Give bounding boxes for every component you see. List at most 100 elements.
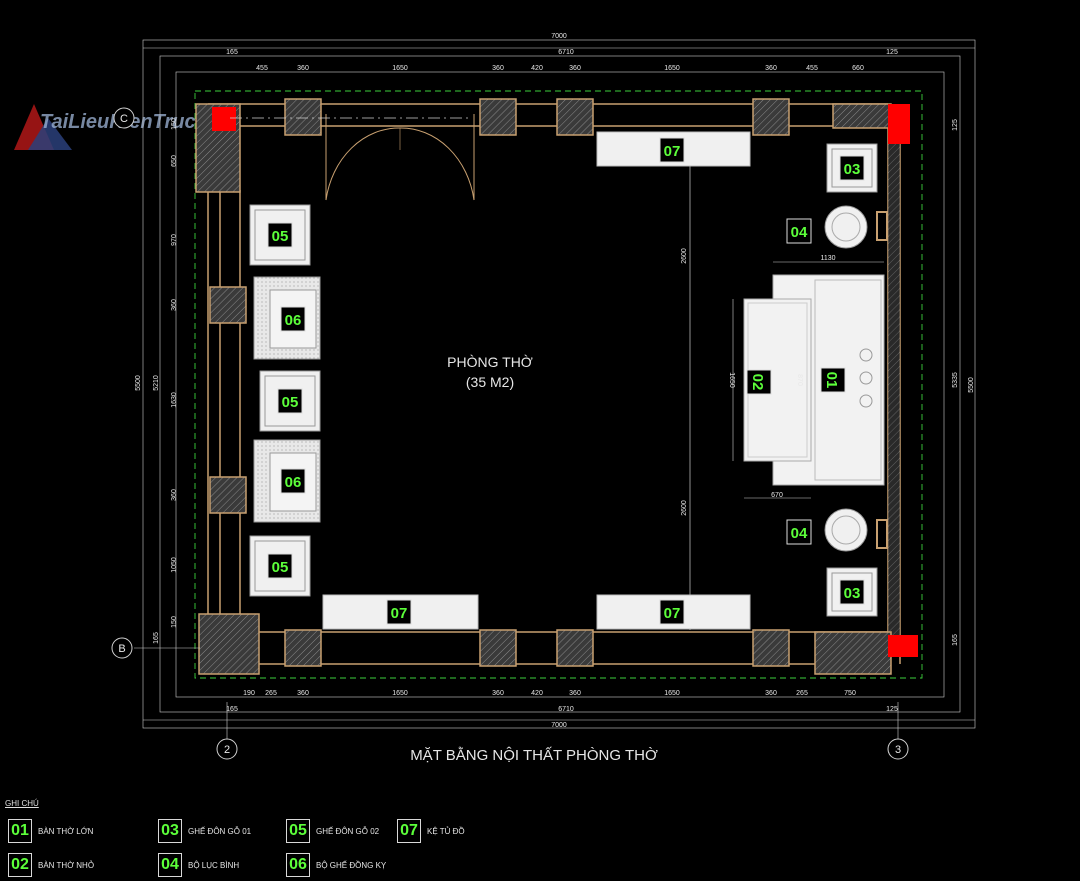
legend-heading: GHI CHÚ (5, 799, 39, 808)
plan-title: MẶT BẰNG NỘI THẤT PHÒNG THỜ (410, 746, 658, 764)
tag-06-top: 06 (280, 306, 306, 332)
tag-05-top: 05 (267, 222, 293, 248)
legend-code: 01 (8, 819, 32, 843)
dim-right-bottom-offset: 165 (952, 634, 959, 646)
legend-item-05: 05 GHẾ ĐÔN GỖ 02 (286, 818, 379, 844)
tag-05-middle: 05 (277, 388, 303, 414)
dim-top-seg-6: 360 (569, 65, 581, 72)
legend-label: KỆ TỦ ĐỒ (427, 826, 465, 836)
legend-label: BÀN THỜ NHỎ (38, 860, 95, 870)
tag-01: 01 (820, 367, 846, 393)
legend-label: BÀN THỜ LỚN (38, 826, 94, 836)
grid-marker-b: B (118, 643, 125, 655)
tag-07-top: 07 (659, 137, 685, 163)
room-area: (35 M2) (466, 374, 514, 390)
dim-bottom-seg-6: 420 (531, 690, 543, 697)
dim-altar-inner: 870 (796, 374, 803, 386)
bottom-dimensions: 190 265 360 1650 360 420 360 1650 360 26… (226, 690, 898, 729)
tag-04-bottom: 04 (786, 519, 812, 545)
dim-bottom-seg-3: 360 (297, 690, 309, 697)
columns (195, 98, 892, 675)
svg-text:05: 05 (272, 559, 289, 576)
dim-left-inner: 5210 (153, 375, 160, 391)
dim-top-total: 7000 (551, 33, 567, 40)
outer-boundary-dashed (194, 90, 923, 679)
dim-left-seg-8: 150 (171, 616, 178, 628)
svg-text:07: 07 (664, 143, 681, 160)
svg-text:02: 02 (749, 374, 766, 391)
vases-04 (824, 205, 888, 552)
grid-marker-2: 2 (224, 744, 230, 756)
legend-item-06: 06 BỘ GHẾ ĐỒNG KỴ (286, 852, 386, 878)
dim-bottom-right-offset: 125 (886, 706, 898, 713)
dim-left-seg-5: 1630 (171, 392, 178, 408)
dim-bottom-seg-1: 190 (243, 690, 255, 697)
watermark-text: TaiLieuKienTruc.Net (40, 111, 235, 133)
dim-top-seg-9: 455 (806, 65, 818, 72)
legend-item-01: 01 BÀN THỜ LỚN (8, 818, 93, 844)
dim-left-seg-4: 360 (171, 299, 178, 311)
dim-left-total: 5500 (135, 375, 142, 391)
dim-top-right-offset: 125 (886, 49, 898, 56)
svg-text:04: 04 (791, 224, 808, 241)
svg-text:07: 07 (391, 605, 408, 622)
tag-04-top: 04 (786, 218, 812, 244)
dim-bottom-seg-10: 265 (796, 690, 808, 697)
dim-bottom-seg-5: 360 (492, 690, 504, 697)
dim-altar-small-width: 670 (771, 492, 783, 499)
dim-top-seg-2: 360 (297, 65, 309, 72)
dim-top-seg-3: 1650 (392, 65, 408, 72)
legend-label: GHẾ ĐÔN GỖ 01 (188, 826, 252, 836)
dim-top-seg-4: 360 (492, 65, 504, 72)
legend-label: GHẾ ĐÔN GỖ 02 (316, 826, 380, 836)
dim-left-seg-2: 650 (171, 155, 178, 167)
dim-right-inner: 5335 (952, 372, 959, 388)
dim-left-seg-3: 970 (171, 234, 178, 246)
tag-03-bottom: 03 (839, 579, 865, 605)
tag-03-top: 03 (839, 155, 865, 181)
dimension-frame (142, 39, 976, 729)
tag-02: 02 (746, 369, 772, 395)
watermark-logo: TaiLieuKienTruc.Net (14, 104, 235, 150)
dim-altar-width: 1130 (820, 255, 835, 262)
tag-07-bottom-right: 07 (659, 599, 685, 625)
dim-top-seg-7: 1650 (664, 65, 680, 72)
dim-right-total: 5500 (968, 377, 975, 393)
dim-bottom-seg-11: 750 (844, 690, 856, 697)
dim-interior-bottom: 2600 (681, 500, 688, 516)
svg-text:03: 03 (844, 585, 861, 602)
dim-bottom-inner: 6710 (558, 706, 574, 713)
legend-code: 05 (286, 819, 310, 843)
dim-altar-depth: 1650 (728, 372, 735, 388)
svg-text:06: 06 (285, 474, 302, 491)
grid-marker-3: 3 (895, 744, 901, 756)
dim-right-top-offset: 125 (952, 119, 959, 131)
dim-left-bottom-offset: 165 (153, 632, 160, 644)
dim-top-seg-8: 360 (765, 65, 777, 72)
dim-left-seg-6: 360 (171, 489, 178, 501)
dim-interior-top: 2600 (681, 248, 688, 264)
grid-markers (111, 107, 909, 760)
red-markers (212, 104, 918, 657)
right-dimensions: 125 5335 5500 165 (952, 119, 975, 646)
svg-text:05: 05 (282, 394, 299, 411)
legend-item-07: 07 KỆ TỦ ĐỒ (397, 818, 465, 844)
legend-label: BỘ GHẾ ĐỒNG KỴ (316, 860, 387, 870)
top-dimensions: 7000 6710 165 125 455 360 1650 360 420 3… (226, 33, 898, 72)
right-wall-strip (888, 140, 900, 640)
dim-bottom-left-offset: 165 (226, 706, 238, 713)
altar-dimension-lines (732, 261, 884, 499)
legend-label: BỘ LỤC BÌNH (188, 860, 240, 870)
legend-code: 02 (8, 853, 32, 877)
small-altar (743, 298, 812, 462)
double-door (325, 114, 475, 201)
svg-text:03: 03 (844, 161, 861, 178)
dim-bottom-seg-8: 1650 (664, 690, 680, 697)
tag-07-bottom-left: 07 (386, 599, 412, 625)
svg-text:07: 07 (664, 605, 681, 622)
dim-top-inner: 6710 (558, 49, 574, 56)
dim-top-seg-10: 660 (852, 65, 864, 72)
legend-code: 06 (286, 853, 310, 877)
interior-dimensions: 2600 2600 1130 670 1650 870 (681, 248, 836, 516)
